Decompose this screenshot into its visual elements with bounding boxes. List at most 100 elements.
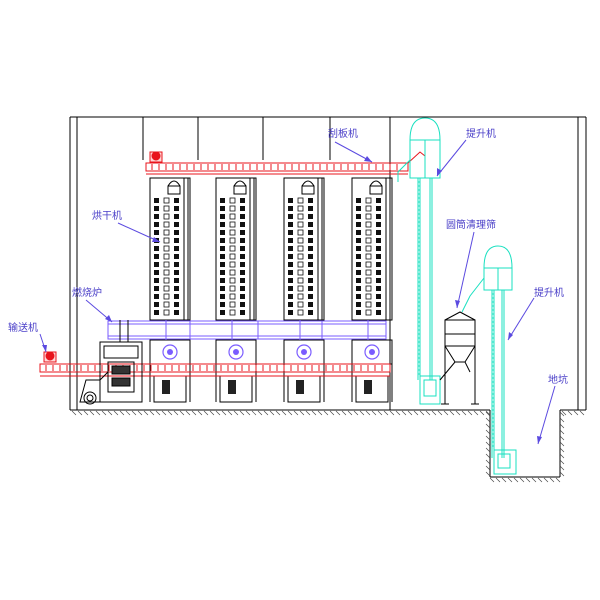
dryer-vent: [220, 214, 225, 219]
dryer-vent: [365, 285, 372, 292]
hatch-mark: [407, 410, 413, 416]
dryer-vent: [220, 278, 225, 283]
hatch-mark: [485, 423, 491, 429]
dryer-vent: [174, 294, 179, 299]
hatch-mark: [335, 410, 341, 416]
dryer-vent: [308, 254, 313, 259]
hatch-mark: [501, 477, 507, 483]
dryer-fan-ring: [162, 344, 178, 360]
dryer-vent: [163, 285, 170, 292]
hatch-mark: [215, 410, 221, 416]
hatch-mark: [559, 453, 565, 459]
dryer-vent: [288, 230, 293, 235]
dryer-vent: [297, 221, 304, 228]
label-conveyor: 输送机: [8, 321, 38, 334]
hatch-mark: [377, 410, 383, 416]
hatch-mark: [559, 471, 565, 477]
hatch-mark: [239, 410, 245, 416]
dryer-vent: [154, 198, 159, 203]
dryer-vent: [174, 206, 179, 211]
dryer-vent: [220, 222, 225, 227]
pointer-pit: [537, 385, 556, 445]
label-elevator-mid: 提升机: [534, 286, 564, 299]
dryer-vent: [220, 206, 225, 211]
dryer-frame: [215, 177, 257, 321]
dryer-vent: [229, 269, 236, 276]
label-cylinder-screen: 圆筒清理筛: [446, 218, 496, 231]
dryer-vent: [154, 270, 159, 275]
dryer-vent: [174, 254, 179, 259]
dryer-fan-hub: [167, 349, 173, 355]
dryer-vent: [297, 245, 304, 252]
hatch-mark: [155, 410, 161, 416]
dryer-vent: [356, 206, 361, 211]
dryer-vent: [356, 198, 361, 203]
dryer-hood: [369, 180, 383, 187]
hatch-mark: [137, 410, 143, 416]
dryer-vent: [229, 205, 236, 212]
hatch-mark: [95, 410, 101, 416]
dryer-vent: [288, 270, 293, 275]
hatch-mark: [561, 410, 567, 416]
hatch-mark: [479, 410, 485, 416]
dryer-vent: [308, 294, 313, 299]
hatch-mark: [485, 453, 491, 459]
dryer-vent: [154, 254, 159, 259]
dryer-vent: [308, 286, 313, 291]
scraper-conveyor: [145, 151, 426, 175]
hatch-mark: [559, 447, 565, 453]
hatch-mark: [455, 410, 461, 416]
dryer-vent: [229, 237, 236, 244]
dryer-vent: [356, 302, 361, 307]
dryer-vent: [288, 294, 293, 299]
dryer-vent: [174, 230, 179, 235]
dryer-vent: [163, 197, 170, 204]
dryer-vent: [240, 262, 245, 267]
hatch-mark: [287, 410, 293, 416]
dryer-vent: [220, 294, 225, 299]
hatch-mark: [559, 435, 565, 441]
hatch-mark: [257, 410, 263, 416]
dryer-vent: [229, 229, 236, 236]
dryer-vent: [174, 246, 179, 251]
dryer-vent: [174, 278, 179, 283]
hatch-mark: [245, 410, 251, 416]
dryer-vent: [376, 198, 381, 203]
dryer-vent: [376, 278, 381, 283]
dryer-vent: [365, 221, 372, 228]
dryer-vent: [229, 293, 236, 300]
hatch-mark: [549, 477, 555, 483]
hatch-mark: [341, 410, 347, 416]
dryer-vent: [356, 246, 361, 251]
hatch-mark: [485, 447, 491, 453]
dryer-inlet: [167, 185, 181, 195]
hatch-mark: [317, 410, 323, 416]
dryer-vent: [297, 197, 304, 204]
dryer-vent: [376, 246, 381, 251]
hatch-mark: [485, 411, 491, 417]
dryer-motor: [162, 380, 170, 394]
dryer-vent: [154, 262, 159, 267]
dryer-fan-hub: [301, 349, 307, 355]
dryer-motor: [364, 380, 372, 394]
hatch-mark: [179, 410, 185, 416]
hatch-mark: [281, 410, 287, 416]
label-elevator-top: 提升机: [466, 127, 496, 140]
dryer-vent: [240, 294, 245, 299]
cylinder-screen: [439, 311, 479, 405]
dryer-vent: [376, 310, 381, 315]
dryer-vent: [163, 261, 170, 268]
dryer-vent: [174, 262, 179, 267]
dryer-vent: [163, 301, 170, 308]
dryer-vent: [154, 214, 159, 219]
elevator-top-ticks: [418, 181, 420, 375]
label-dryer: 烘干机: [92, 209, 122, 222]
dryer-vent: [163, 277, 170, 284]
dryer-vent: [297, 301, 304, 308]
dryer-vent: [376, 254, 381, 259]
hatch-mark: [311, 410, 317, 416]
dryer-vent: [174, 270, 179, 275]
dryer-vent: [297, 229, 304, 236]
ground-hatching: [71, 410, 585, 483]
